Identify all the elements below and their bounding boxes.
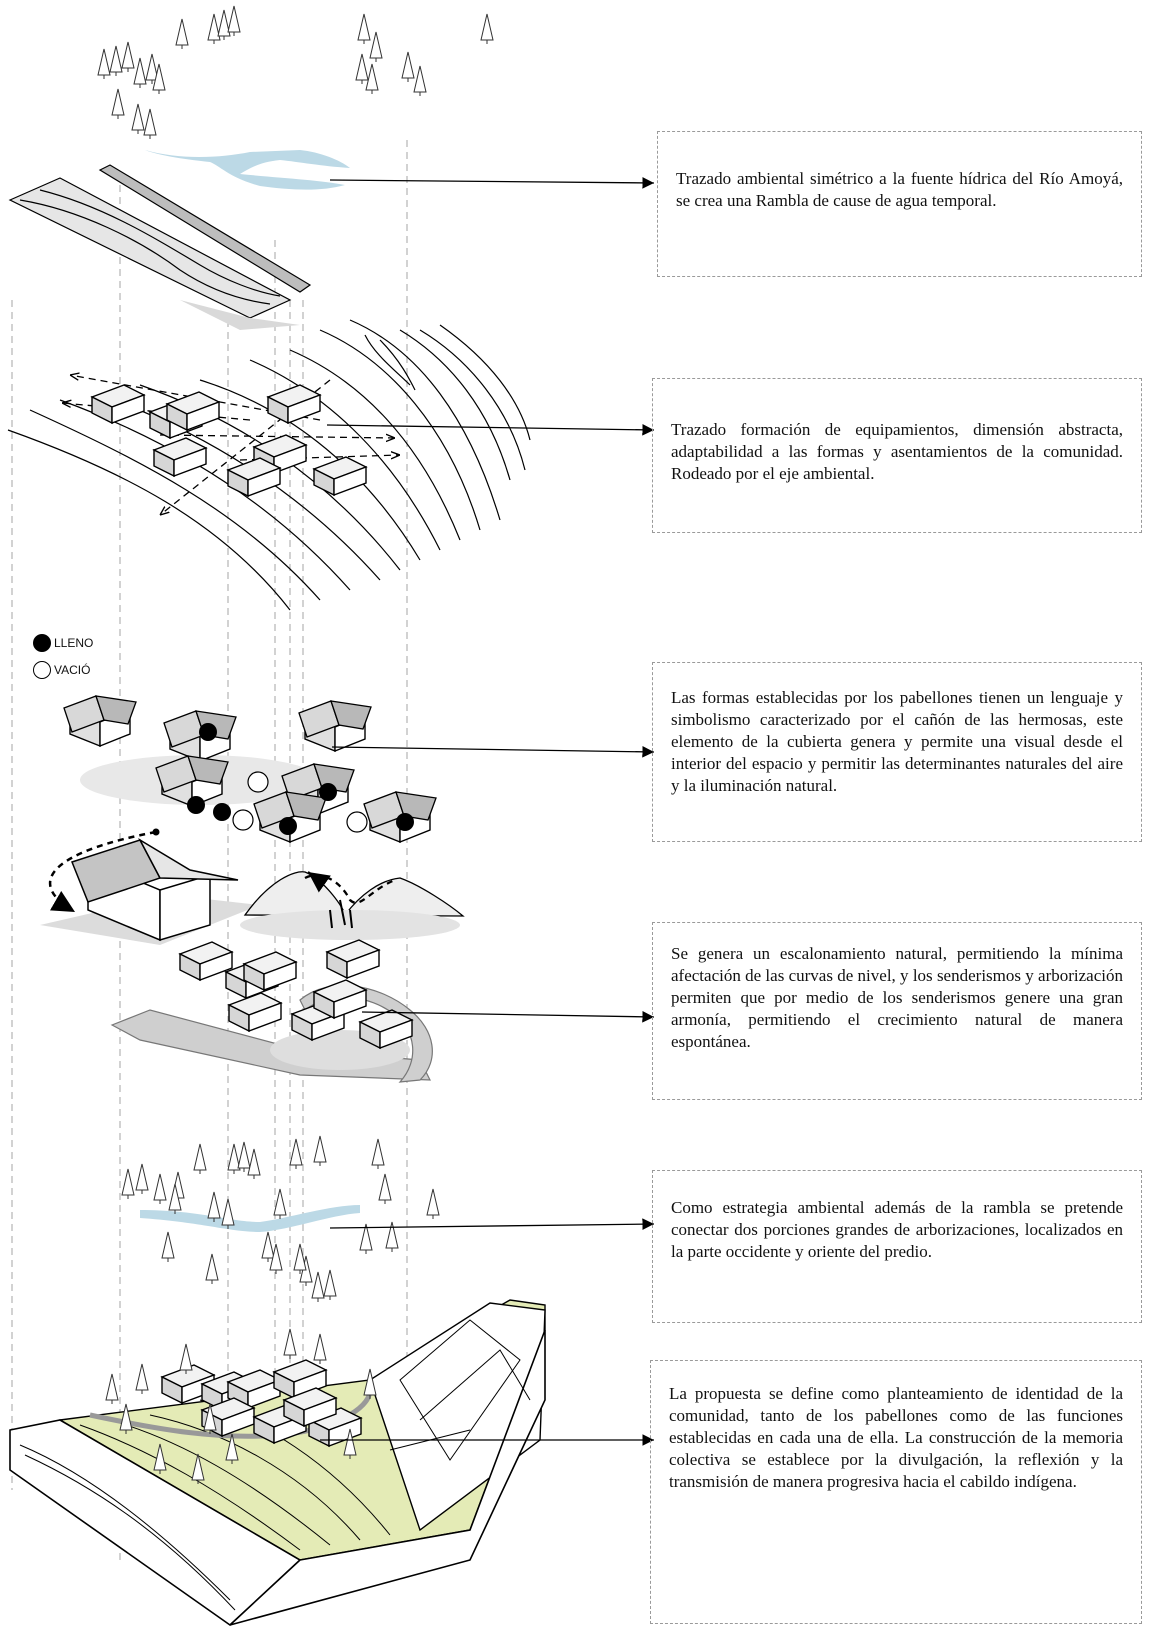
legend-filled: LLENO [33, 634, 93, 652]
site-model-layer [9, 1299, 546, 1627]
annotation-box-6: La propuesta se define como planteamient… [650, 1360, 1142, 1624]
annotation-box-3: Las formas establecidas por los pabellon… [652, 662, 1142, 842]
pavilions-layer [48, 695, 437, 914]
annotation-text-5: Como estrategia ambiental además de la r… [671, 1198, 1123, 1261]
top-trees [97, 5, 494, 140]
annotation-text-6: La propuesta se define como planteamient… [669, 1384, 1123, 1491]
river-strip-layer [8, 164, 312, 330]
annotation-box-5: Como estrategia ambiental además de la r… [652, 1170, 1142, 1323]
annotation-text-1: Trazado ambiental simétrico a la fuente … [676, 169, 1123, 210]
annotation-text-3: Las formas establecidas por los pabellon… [671, 688, 1123, 795]
stepped-site-layer [110, 939, 433, 1083]
topography-blocks [91, 384, 367, 497]
annotation-box-4: Se genera un escalonamiento natural, per… [652, 922, 1142, 1100]
annotation-text-2: Trazado formación de equipamientos, dime… [671, 420, 1123, 483]
water-connection [140, 1205, 360, 1232]
legend-empty: VACIÓ [33, 661, 90, 679]
legend-filled-label: LLENO [54, 636, 94, 650]
annotation-text-4: Se genera un escalonamiento natural, per… [671, 944, 1123, 1051]
empty-dot-icon [33, 661, 51, 679]
large-pavilion-detail [40, 837, 260, 945]
mountain-sketch [240, 871, 465, 940]
filled-dot-icon [33, 634, 51, 652]
annotation-box-2: Trazado formación de equipamientos, dime… [652, 378, 1142, 533]
alignment-dashed-lines [11, 140, 408, 1560]
legend-empty-label: VACIÓ [54, 663, 91, 677]
annotation-arrows [320, 177, 655, 1446]
annotation-box-1: Trazado ambiental simétrico a la fuente … [657, 131, 1142, 277]
water-rambla [145, 150, 350, 190]
